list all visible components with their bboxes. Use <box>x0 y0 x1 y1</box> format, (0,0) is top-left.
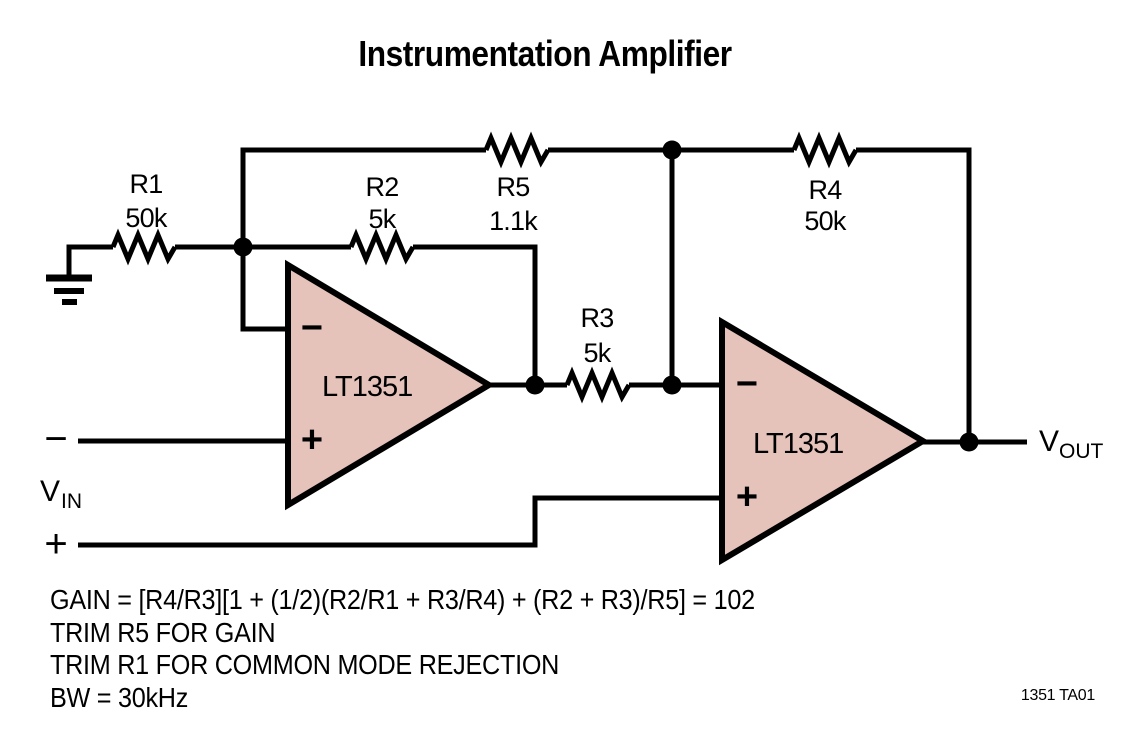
r4-name: R4 <box>809 175 843 205</box>
vout-label: V <box>1039 425 1059 458</box>
junction-dots <box>233 140 979 452</box>
r4-value: 50k <box>804 206 846 236</box>
note-bandwidth: BW = 30kHz <box>50 681 189 713</box>
vout-label-sub: OUT <box>1059 440 1104 463</box>
page-title: Instrumentation Amplifier <box>358 33 732 74</box>
wire-ground-to-r1 <box>66 244 113 276</box>
design-notes: GAIN = [R4/R3][1 + (1/2)(R2/R1 + R3/R4) … <box>50 584 755 714</box>
r1-value: 50k <box>125 203 167 233</box>
opamp1-minus-pin: − <box>301 307 323 349</box>
wire-vin-plus <box>78 495 722 548</box>
note-trim-r5: TRIM R5 FOR GAIN <box>50 616 276 648</box>
note-trim-r1: TRIM R1 FOR COMMON MODE REJECTION <box>50 649 560 680</box>
vin-label: V <box>40 475 60 508</box>
opamp2-triangle <box>719 316 929 566</box>
opamp1-triangle <box>285 259 495 511</box>
opamp2-label: LT1351 <box>753 428 843 460</box>
vin-minus-sign: − <box>44 417 67 461</box>
junction-dot <box>662 375 682 395</box>
junction-dot <box>662 140 682 160</box>
figure-number: 1351 TA01 <box>1020 687 1095 704</box>
r2-value: 5k <box>369 204 397 234</box>
resistor-r2-icon <box>348 228 416 266</box>
r3-name: R3 <box>581 303 614 333</box>
opamp2-minus-pin: − <box>736 363 758 405</box>
r1-name: R1 <box>130 169 163 199</box>
r5-name: R5 <box>497 172 530 202</box>
junction-dot <box>525 375 545 395</box>
opamp2-plus-pin: + <box>736 476 758 518</box>
wires <box>66 147 1027 548</box>
vin-label-sub: IN <box>61 490 82 513</box>
note-gain-equation: GAIN = [R4/R3][1 + (1/2)(R2/R1 + R3/R4) … <box>50 584 755 615</box>
wire-r2-drop <box>413 244 538 385</box>
resistor-r3-icon <box>564 366 632 404</box>
r5-value: 1.1k <box>489 206 538 236</box>
opamp1-label: LT1351 <box>322 371 412 403</box>
wire-node-toprail-inv1 <box>240 147 486 332</box>
ground-icon <box>46 274 92 305</box>
wire-toprail-right-down <box>856 147 972 442</box>
r2-name: R2 <box>366 172 399 202</box>
opamp1-plus-pin: + <box>301 419 323 461</box>
resistor-r1-icon <box>110 228 178 266</box>
junction-dot <box>959 432 979 452</box>
resistor-r5-icon <box>483 131 551 169</box>
junction-dot <box>233 237 253 257</box>
r3-value: 5k <box>584 338 612 368</box>
resistor-r4-icon <box>791 131 859 169</box>
vin-plus-sign: + <box>44 522 67 566</box>
